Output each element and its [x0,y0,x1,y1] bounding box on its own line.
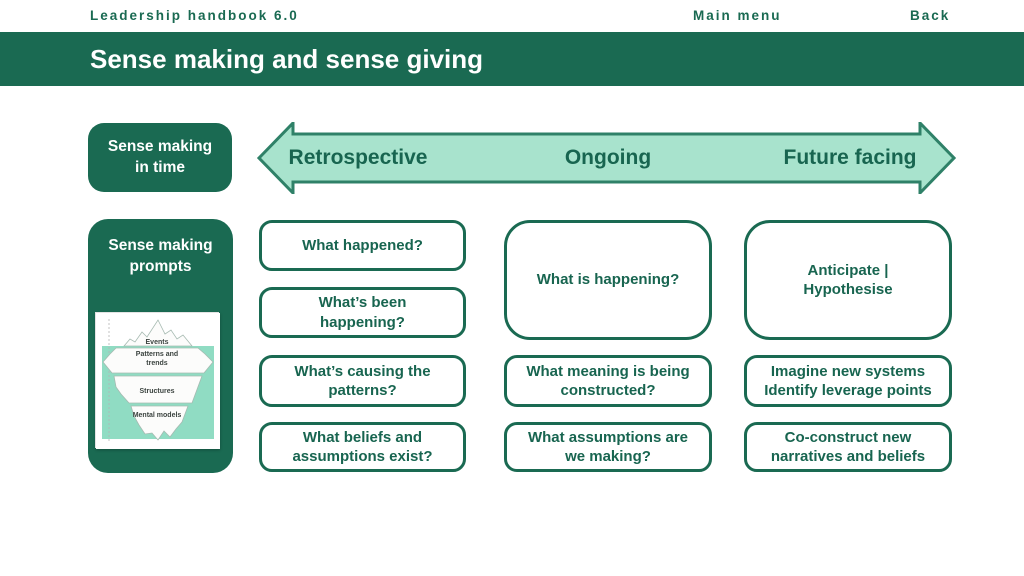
timeline-label-retrospective: Retrospective [288,146,428,169]
iceberg-label-structures: Structures [139,388,175,395]
prompt-anticipate-hypothesise: Anticipate | Hypothesise [744,220,952,340]
back-link[interactable]: Back [910,8,951,23]
prompt-whats-causing-patterns: What’s causing the patterns? [259,355,466,407]
timeline-label-future-facing: Future facing [783,146,917,169]
page-header: Sense making and sense giving [0,32,1024,86]
iceberg-label-patterns-and-trends: Patterns and trends [135,351,179,367]
iceberg-label-events: Events [145,339,169,346]
prompt-what-meaning-constructed: What meaning is being constructed? [504,355,712,407]
prompt-what-happened: What happened? [259,220,466,271]
sense-making-in-time-label: Sense making in time [88,123,232,192]
handbook-title: Leadership handbook 6.0 [90,8,299,23]
iceberg-label-mental-models: Mental models [132,412,182,419]
page-title: Sense making and sense giving [90,44,484,74]
timeline-label-ongoing: Ongoing [564,146,652,169]
top-nav-bar: Leadership handbook 6.0 Main menu Back [0,0,1024,32]
sense-making-prompts-panel: Sense making prompts Events Patterns and… [88,219,233,473]
prompt-whats-been-happening: What’s been happening? [259,287,466,338]
prompt-imagine-new-systems: Imagine new systems Identify leverage po… [744,355,952,407]
main-menu-link[interactable]: Main menu [693,8,782,23]
timeline-arrow-shape [257,122,956,194]
prompt-what-beliefs-assumptions-exist: What beliefs and assumptions exist? [259,422,466,472]
iceberg-diagram: Events Patterns and trends Structures Me… [95,312,220,449]
sense-making-prompts-label: Sense making prompts [108,237,213,275]
prompt-what-assumptions-making: What assumptions are we making? [504,422,712,472]
prompt-co-construct-narratives: Co-construct new narratives and beliefs [744,422,952,472]
iceberg-graphic [96,313,220,449]
prompt-what-is-happening: What is happening? [504,220,712,340]
timeline-arrow: Retrospective Ongoing Future facing [257,122,956,194]
